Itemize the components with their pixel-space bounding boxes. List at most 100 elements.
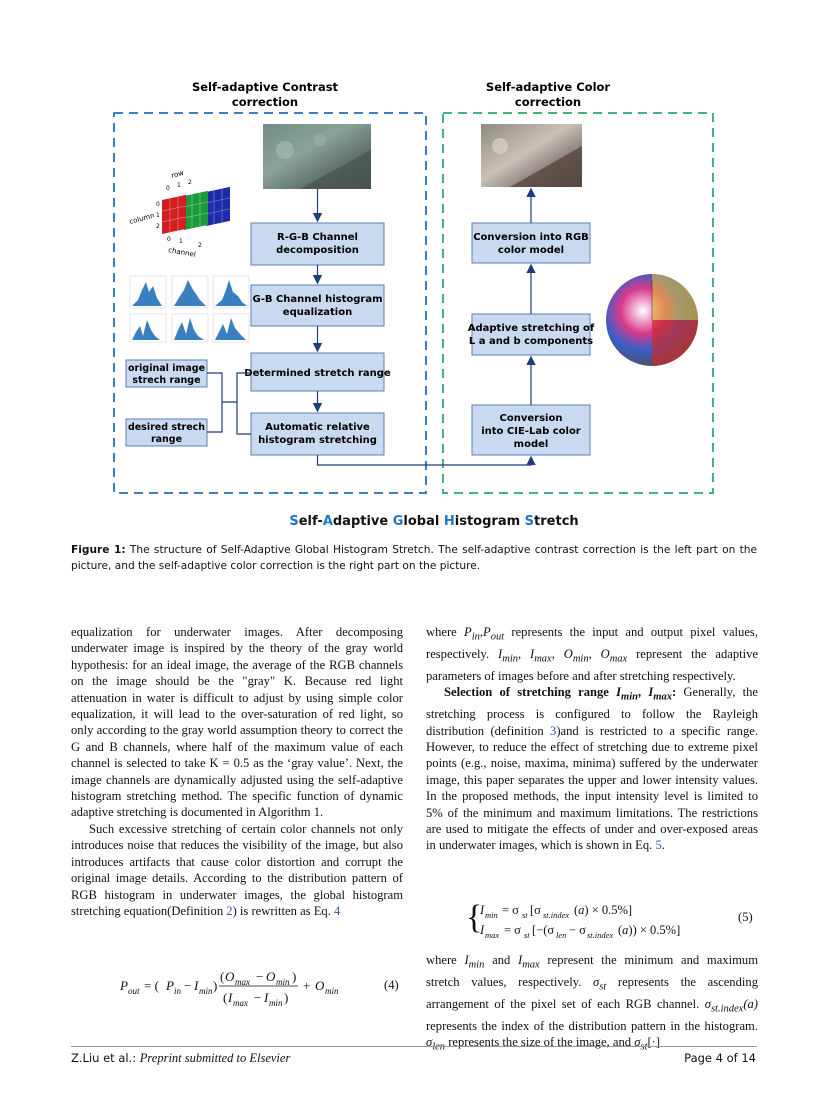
bottom-title-part: G xyxy=(393,514,404,529)
svg-text:− σ: − σ xyxy=(569,923,586,937)
svg-text:decomposition: decomposition xyxy=(276,245,359,256)
svg-text:min: min xyxy=(276,977,290,987)
svg-text:st.index: st.index xyxy=(543,910,569,920)
eq-4-link[interactable]: 4 xyxy=(334,903,341,918)
bottom-title-part: daptive xyxy=(333,514,393,529)
box-automatic-histogram-stretching: Automatic relative histogram stretching xyxy=(250,412,385,456)
svg-text:out: out xyxy=(128,986,140,996)
svg-text:Determined stretch range: Determined stretch range xyxy=(244,368,391,379)
right-paragraph-3: where Imin and Imax represent the minimu… xyxy=(426,953,758,1053)
svg-text:O: O xyxy=(266,969,276,984)
right-paragraph-2: Selection of stretching range Imin, Imax… xyxy=(426,685,759,853)
svg-text:R-G-B Channel: R-G-B Channel xyxy=(277,232,358,243)
svg-text:original image: original image xyxy=(128,363,205,374)
svg-text:[−(σ: [−(σ xyxy=(532,923,554,937)
bottom-title-part: S xyxy=(289,514,298,529)
footer-left: Z.Liu et al.: Preprint submitted to Else… xyxy=(71,1051,291,1065)
svg-text:): ) xyxy=(284,990,288,1005)
bottom-title-part: lobal xyxy=(403,514,443,529)
box-conversion-lab: Conversion into CIE-Lab color model xyxy=(471,404,591,456)
svg-text:range: range xyxy=(151,434,182,445)
definition-3-link[interactable]: 3 xyxy=(550,723,557,738)
box-determined-stretch-range: Determined stretch range xyxy=(244,352,391,392)
bottom-title-part: A xyxy=(323,514,333,529)
svg-text:= σ: = σ xyxy=(504,923,521,937)
svg-text:Conversion: Conversion xyxy=(500,413,563,424)
svg-text:= σ: = σ xyxy=(502,903,519,917)
svg-text:−: − xyxy=(184,978,191,993)
svg-text:I: I xyxy=(479,923,485,937)
svg-text:min: min xyxy=(485,910,498,920)
svg-text:0: 0 xyxy=(167,236,171,243)
right-title-line1: Self-adaptive Color xyxy=(486,80,611,94)
svg-text:max: max xyxy=(235,977,250,987)
svg-text:{: { xyxy=(466,899,482,936)
bottom-title-part: S xyxy=(525,514,534,529)
right-column: where Pin,Pout represents the input and … xyxy=(426,624,758,854)
box-desired-range: desired strech range xyxy=(125,418,208,447)
matrix-channel-label: channel xyxy=(168,246,197,259)
svg-text:max: max xyxy=(233,998,248,1008)
svg-text:2: 2 xyxy=(198,242,202,249)
svg-text:len: len xyxy=(556,930,566,940)
histogram-thumbnails xyxy=(129,275,250,343)
svg-text:st: st xyxy=(522,910,528,920)
right-paragraph-1: where Pin,Pout represents the input and … xyxy=(426,625,759,683)
equation-5-number: (5) xyxy=(738,910,753,924)
svg-text:strech range: strech range xyxy=(132,375,200,386)
svg-text:min: min xyxy=(199,986,213,996)
svg-text:1: 1 xyxy=(179,238,183,245)
svg-text:2: 2 xyxy=(188,179,192,186)
underwater-photo-input xyxy=(263,124,371,189)
svg-text:Conversion into RGB: Conversion into RGB xyxy=(473,232,589,243)
left-title-line1: Self-adaptive Contrast xyxy=(192,80,339,94)
svg-text:(: ( xyxy=(223,990,227,1005)
svg-text:G-B Channel histogram: G-B Channel histogram xyxy=(252,294,382,305)
flow-connectors xyxy=(207,187,536,466)
svg-text:into CIE-Lab color: into CIE-Lab color xyxy=(481,426,581,437)
svg-text:): ) xyxy=(213,978,217,993)
left-paragraph-1: equalization for underwater images. Afte… xyxy=(71,625,403,820)
svg-text:[σ: [σ xyxy=(530,903,541,917)
left-paragraph-2: Such excessive stretching of certain col… xyxy=(71,821,403,918)
svg-text:desired strech: desired strech xyxy=(128,422,205,433)
underwater-photo-output xyxy=(481,124,582,187)
svg-text:I: I xyxy=(227,990,233,1005)
eq-5-link[interactable]: 5 xyxy=(655,838,662,853)
svg-text:model: model xyxy=(514,439,549,450)
box-adaptive-lab-stretching: Adaptive stretching of L a and b compone… xyxy=(468,313,595,356)
svg-text:2: 2 xyxy=(156,223,160,230)
footer-rule xyxy=(71,1046,757,1047)
svg-text:(a) × 0.5%]: (a) × 0.5%] xyxy=(574,903,632,917)
svg-text:+: + xyxy=(303,978,310,993)
matrix-row-label: row xyxy=(170,169,185,180)
figure-diagram: Self-adaptive Contrast correction Self-a… xyxy=(113,80,714,529)
svg-text:−: − xyxy=(256,969,263,984)
color-region xyxy=(442,112,714,494)
bottom-title-part: tretch xyxy=(534,514,579,529)
svg-text:(a)) × 0.5%]: (a)) × 0.5%] xyxy=(618,923,680,937)
svg-text:= (: = ( xyxy=(144,978,159,993)
left-title-line2: correction xyxy=(232,95,298,109)
bottom-title-part: istogram xyxy=(455,514,525,529)
definition-2-link[interactable]: 2 xyxy=(226,903,233,918)
box-histogram-equalization: G-B Channel histogram equalization xyxy=(250,284,385,327)
lab-color-sphere xyxy=(606,274,698,366)
svg-text:O: O xyxy=(225,969,235,984)
svg-text:st: st xyxy=(524,930,530,940)
svg-text:0: 0 xyxy=(156,201,160,208)
svg-text:histogram stretching: histogram stretching xyxy=(258,435,377,446)
left-column: equalization for underwater images. Afte… xyxy=(71,624,403,919)
figure-bottom-title: Self-Adaptive Global Histogram Stretch xyxy=(289,514,578,529)
svg-text:min: min xyxy=(269,998,283,1008)
svg-text:1: 1 xyxy=(177,182,181,189)
svg-text:I: I xyxy=(479,903,485,917)
svg-text:P: P xyxy=(119,978,128,993)
svg-text:O: O xyxy=(315,978,325,993)
box-rgb-decomposition: R-G-B Channel decomposition xyxy=(250,222,385,266)
equation-4-number: (4) xyxy=(384,978,399,992)
svg-text:Automatic relative: Automatic relative xyxy=(265,422,370,433)
